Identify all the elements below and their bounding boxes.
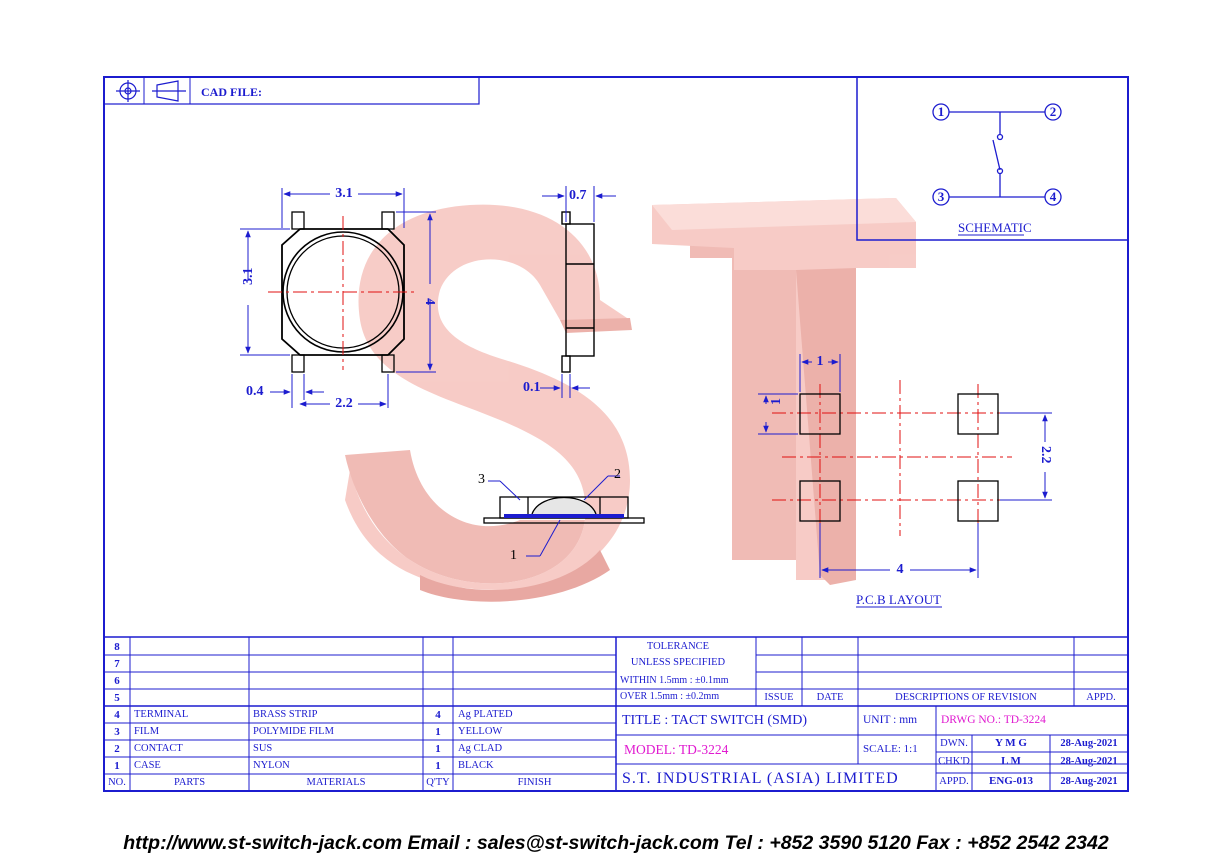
scale-label: SCALE: 1:1 — [863, 743, 918, 755]
bom-qty: 1 — [435, 726, 441, 738]
dim-pad-height: 1 — [769, 398, 784, 405]
appd-date: 28-Aug-2021 — [1060, 776, 1118, 787]
bom-row-5-no: 5 — [114, 692, 120, 704]
bom-part: CASE — [134, 760, 161, 771]
revision-descriptions-header: DESCRIPTIONS OF REVISION — [895, 692, 1037, 703]
chkd-date: 28-Aug-2021 — [1060, 756, 1118, 767]
bom-row-8-no: 8 — [114, 641, 120, 653]
bom-material: NYLON — [253, 760, 290, 771]
bom-qty: 1 — [435, 760, 441, 772]
bom-finish: BLACK — [458, 760, 494, 771]
bom-table-lines — [104, 636, 1128, 791]
bom-material: POLYMIDE FILM — [253, 726, 334, 737]
cad-file-label: CAD FILE: — [201, 85, 263, 99]
bom-no: 3 — [114, 726, 120, 738]
bom-row-6-no: 6 — [114, 675, 120, 687]
bom-header-materials: MATERIALS — [306, 777, 366, 788]
pcb-layout — [758, 354, 1052, 608]
section-view — [483, 496, 645, 524]
contact-footer: http://www.st-switch-jack.com Email : sa… — [123, 832, 1109, 854]
bom-header-no: NO. — [108, 777, 126, 788]
appd-name: ENG-013 — [989, 775, 1033, 787]
bom-qty: 4 — [435, 709, 441, 721]
side-view — [561, 211, 595, 373]
tolerance-over: OVER 1.5mm : ±0.2mm — [620, 691, 720, 702]
callout-1: 1 — [510, 548, 517, 563]
dim-overall-length: 4 — [422, 298, 437, 305]
pcb-layout-label: P.C.B LAYOUT — [856, 592, 942, 607]
revision-issue-header: ISSUE — [764, 692, 794, 703]
dim-pcb-pitch-x: 4 — [896, 562, 904, 577]
dim-pcb-pitch-y: 2.2 — [1038, 446, 1053, 464]
callout-3: 3 — [478, 472, 485, 487]
appd-label: APPD. — [939, 776, 969, 787]
unit-label: UNIT : mm — [863, 714, 918, 726]
bom-header-qty: Q'TY — [426, 777, 450, 788]
dwn-label: DWN. — [940, 738, 968, 749]
bom-no: 1 — [114, 760, 120, 772]
bom-header-parts: PARTS — [173, 777, 206, 788]
dwn-name: Y M G — [995, 737, 1027, 749]
schematic-label: SCHEMATIC — [958, 220, 1032, 235]
bom-no: 2 — [114, 743, 120, 755]
dim-side-terminal: 0.1 — [523, 380, 541, 395]
bom-part: CONTACT — [134, 743, 183, 754]
tolerance-within: WITHIN 1.5mm : ±0.1mm — [620, 675, 729, 686]
tolerance-title: TOLERANCE — [646, 641, 710, 652]
model-number: MODEL: TD-3224 — [624, 742, 729, 757]
dim-side-thickness: 0.7 — [569, 188, 587, 203]
dim-top-height: 3.1 — [241, 267, 256, 286]
chkd-label: CHK'D — [938, 756, 970, 767]
revision-date-header: DATE — [816, 692, 844, 703]
drawing-title: TITLE : TACT SWITCH (SMD) — [622, 713, 808, 728]
bom-row-7-no: 7 — [114, 658, 120, 670]
bom-finish: Ag PLATED — [458, 709, 513, 720]
schematic-pin-2: 2 — [1049, 104, 1057, 119]
bom-part: TERMINAL — [134, 709, 189, 720]
dim-pad-width: 1 — [816, 354, 824, 369]
drawing-number: DRWG NO.: TD-3224 — [941, 714, 1046, 726]
bom-material: SUS — [253, 743, 273, 754]
company-name: S.T. INDUSTRIAL (ASIA) LIMITED — [622, 770, 899, 787]
cad-file-box — [103, 76, 480, 105]
dim-terminal-width: 0.4 — [246, 384, 264, 399]
projection-symbol-icon — [116, 80, 186, 102]
schematic-pin-1: 1 — [937, 104, 945, 119]
bom-finish: Ag CLAD — [458, 743, 503, 754]
chkd-name: L M — [1001, 755, 1021, 767]
st-watermark — [345, 198, 916, 602]
bom-material: BRASS STRIP — [253, 709, 318, 720]
revision-appd-header: APPD. — [1086, 692, 1116, 703]
bom-header-finish: FINISH — [517, 777, 552, 788]
bom-finish: YELLOW — [458, 726, 503, 737]
bom-no: 4 — [114, 709, 120, 721]
bom-part: FILM — [134, 726, 160, 737]
schematic-pin-3: 3 — [937, 189, 945, 204]
schematic-box — [856, 76, 1129, 241]
tolerance-unless: UNLESS SPECIFIED — [630, 657, 726, 668]
schematic-diagram — [932, 103, 1062, 206]
bom-qty: 1 — [435, 743, 441, 755]
dim-terminal-pitch: 2.2 — [335, 396, 353, 411]
dwn-date: 28-Aug-2021 — [1060, 738, 1118, 749]
dim-top-width: 3.1 — [335, 186, 353, 201]
schematic-pin-4: 4 — [1049, 189, 1057, 204]
callout-2: 2 — [614, 467, 621, 482]
